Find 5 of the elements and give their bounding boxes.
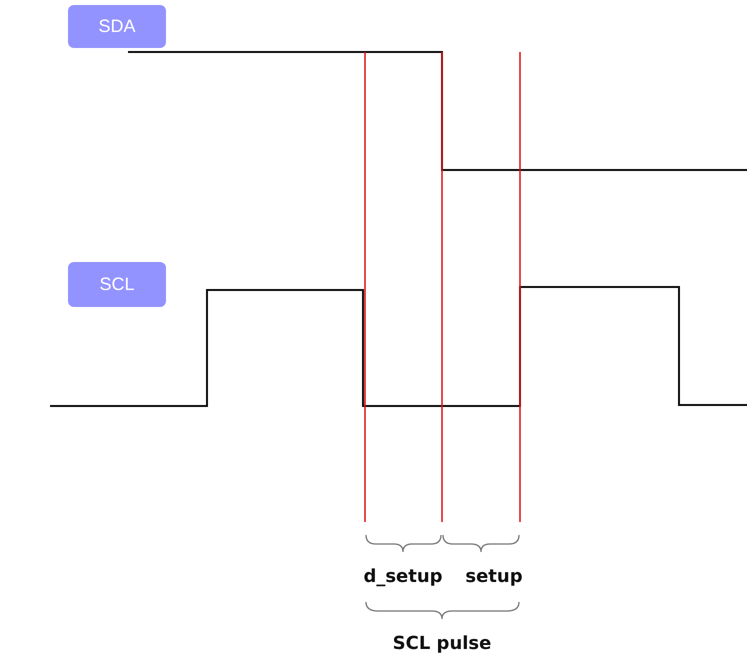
interval-label: d_setup [363, 566, 443, 587]
interval-label: SCL pulse [392, 633, 492, 654]
interval-label: setup [465, 566, 523, 587]
signal-name-tag: SDA [68, 5, 166, 48]
signal-name-tag: SCL [68, 262, 166, 307]
